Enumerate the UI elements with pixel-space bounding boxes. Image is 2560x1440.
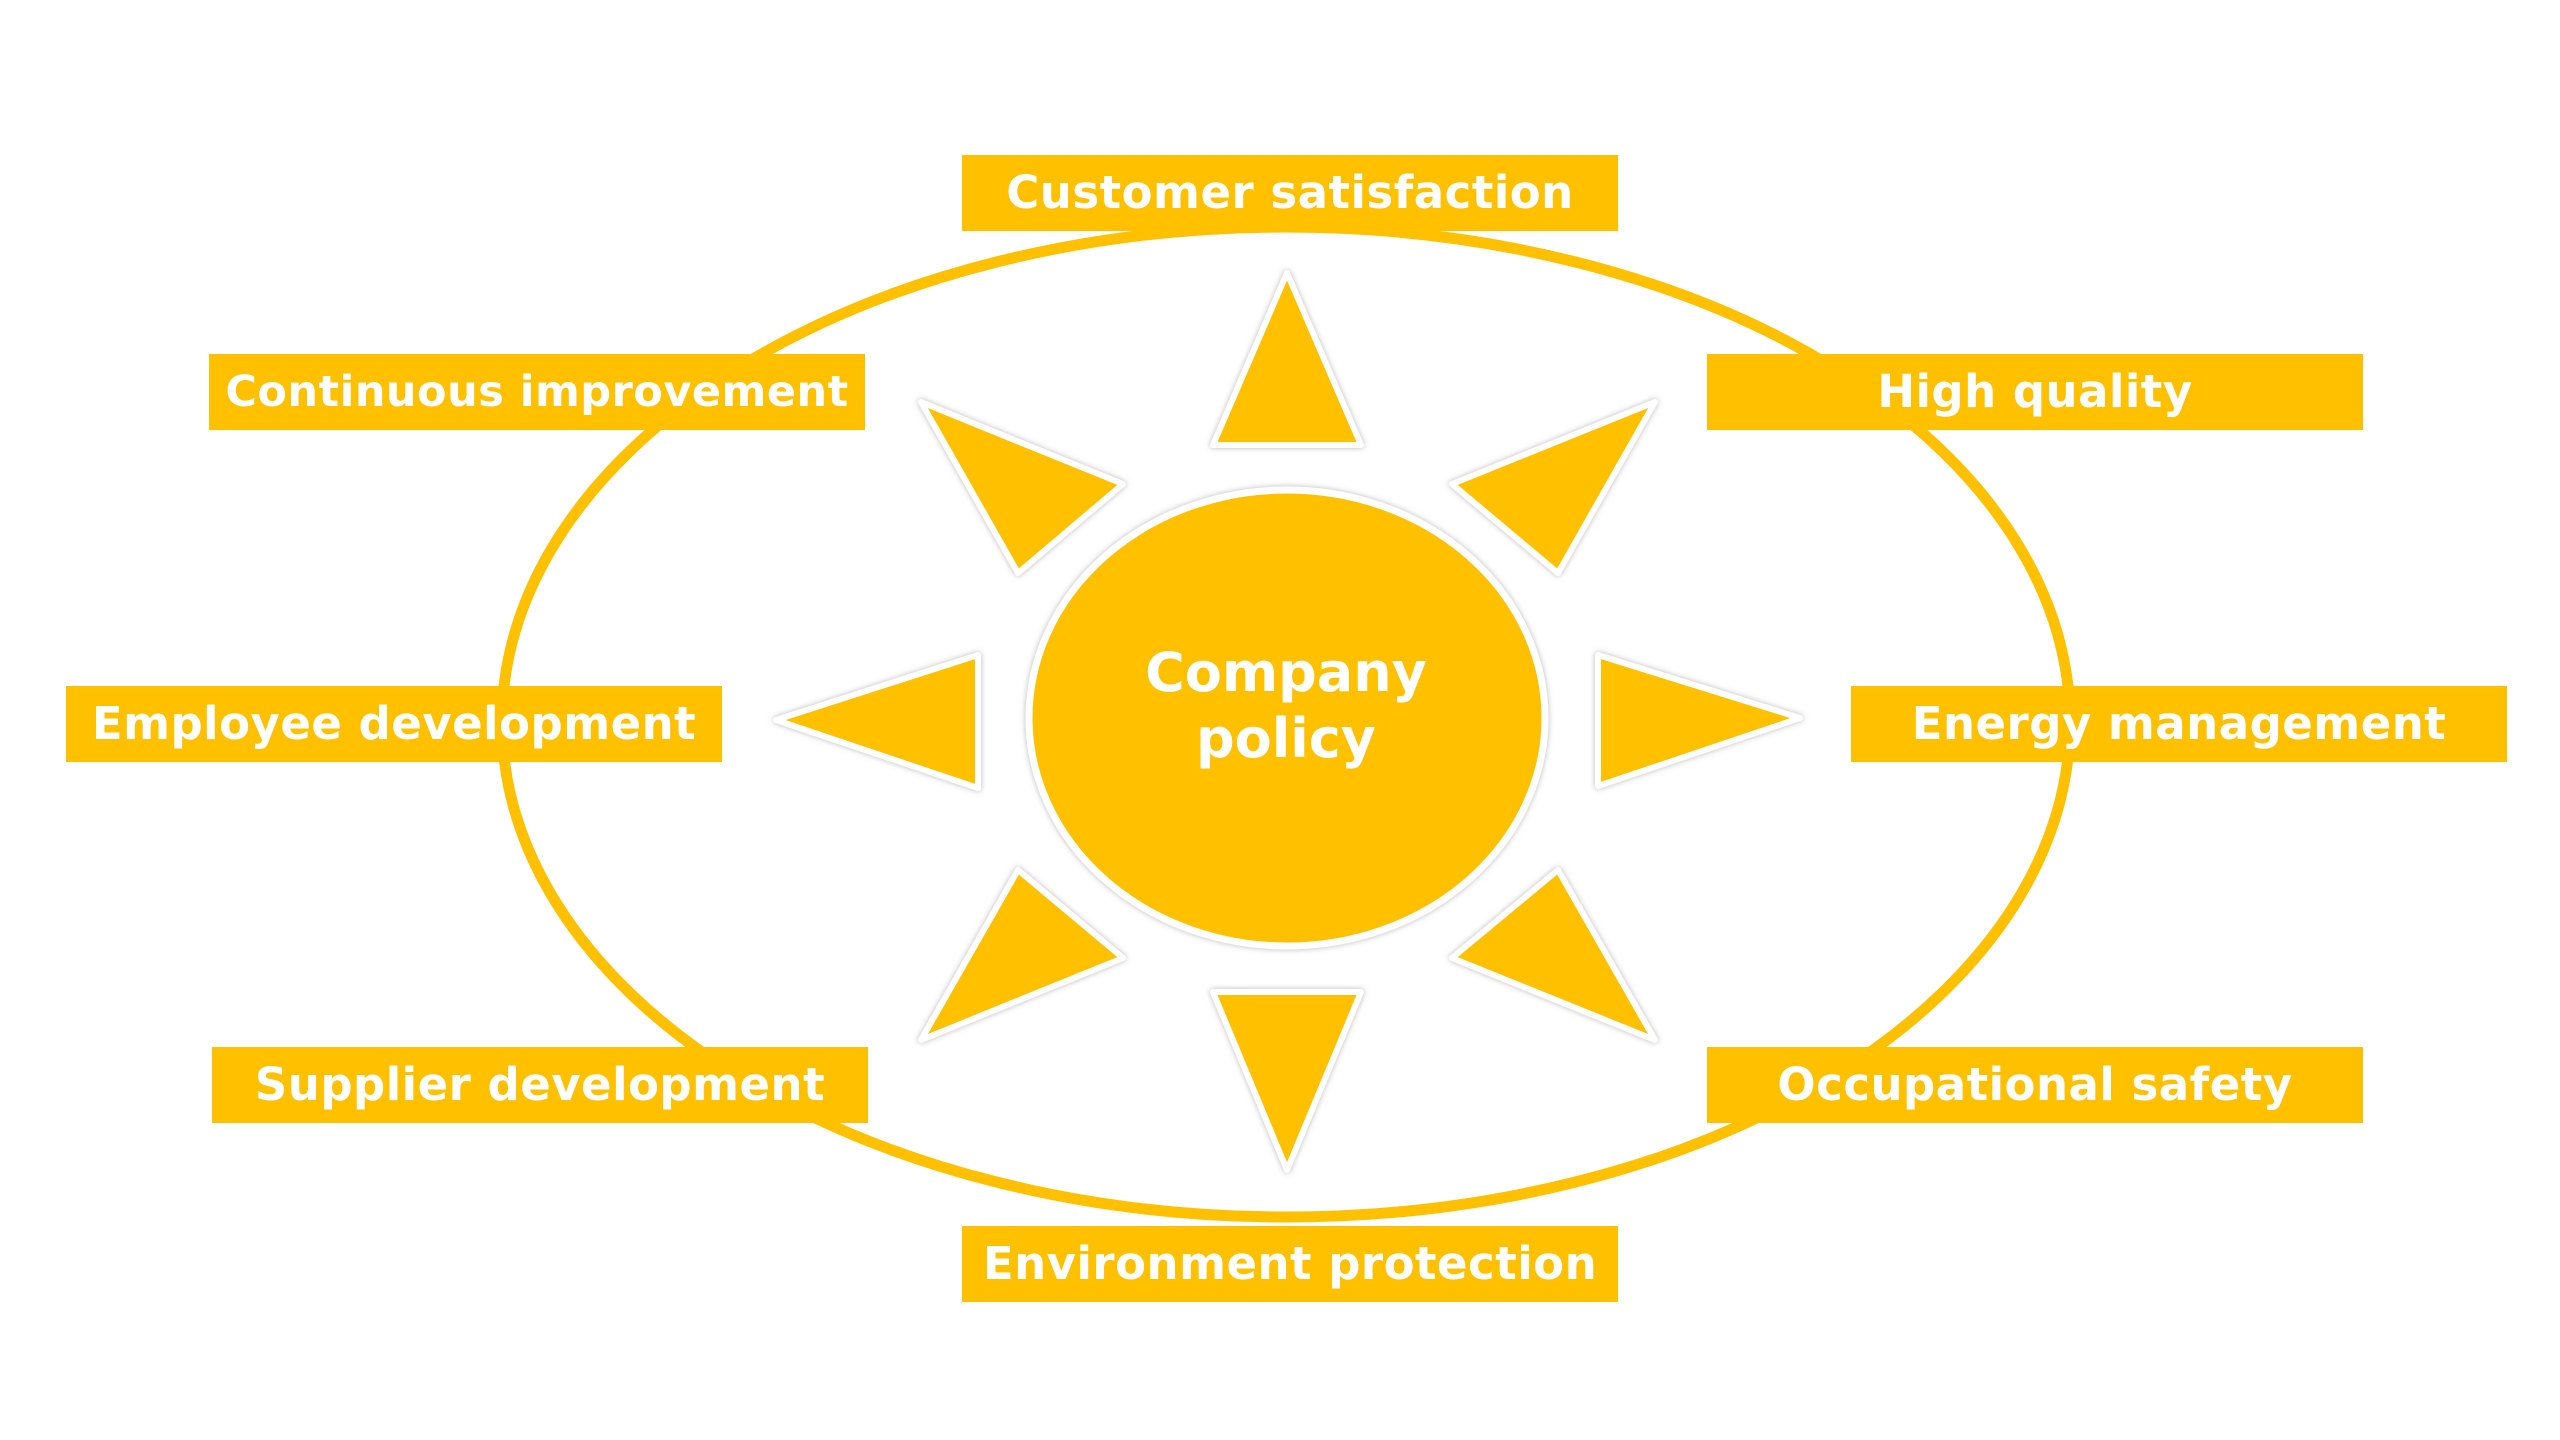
label-occupational-safety: Occupational safety xyxy=(1777,1058,2293,1111)
label-continuous-improvement: Continuous improvement xyxy=(225,367,849,417)
ray-top-right xyxy=(1449,399,1658,576)
center-title: Company policy xyxy=(1136,640,1436,772)
box-bottom-left xyxy=(212,1047,868,1123)
box-left xyxy=(66,686,722,762)
label-environment-protection: Environment protection xyxy=(982,1237,1598,1290)
label-high-quality: High quality xyxy=(1877,365,2193,418)
label-customer-satisfaction: Customer satisfaction xyxy=(1006,166,1574,219)
label-employee-development: Employee development xyxy=(91,697,697,750)
ray-top xyxy=(1210,270,1364,448)
box-top-right xyxy=(1707,354,2363,430)
label-energy-management: Energy management xyxy=(1911,697,2447,750)
ray-right xyxy=(1595,652,1803,789)
box-right xyxy=(1851,686,2507,762)
ray-bottom xyxy=(1210,989,1364,1173)
center-title-line2: policy xyxy=(1196,707,1376,770)
center-title-line1: Company xyxy=(1145,641,1427,704)
box-top xyxy=(962,155,1618,231)
box-bottom-right xyxy=(1707,1047,2363,1123)
sun-rays xyxy=(773,270,1803,1173)
ray-bottom-left xyxy=(918,867,1126,1043)
ray-bottom-right xyxy=(1449,867,1658,1043)
label-boxes xyxy=(66,155,2507,1302)
box-bottom xyxy=(962,1226,1618,1302)
ray-top-left xyxy=(918,399,1126,576)
label-supplier-development: Supplier development xyxy=(254,1058,826,1111)
box-top-left xyxy=(209,354,865,430)
ray-left xyxy=(773,652,981,791)
center-circle xyxy=(1025,486,1549,950)
